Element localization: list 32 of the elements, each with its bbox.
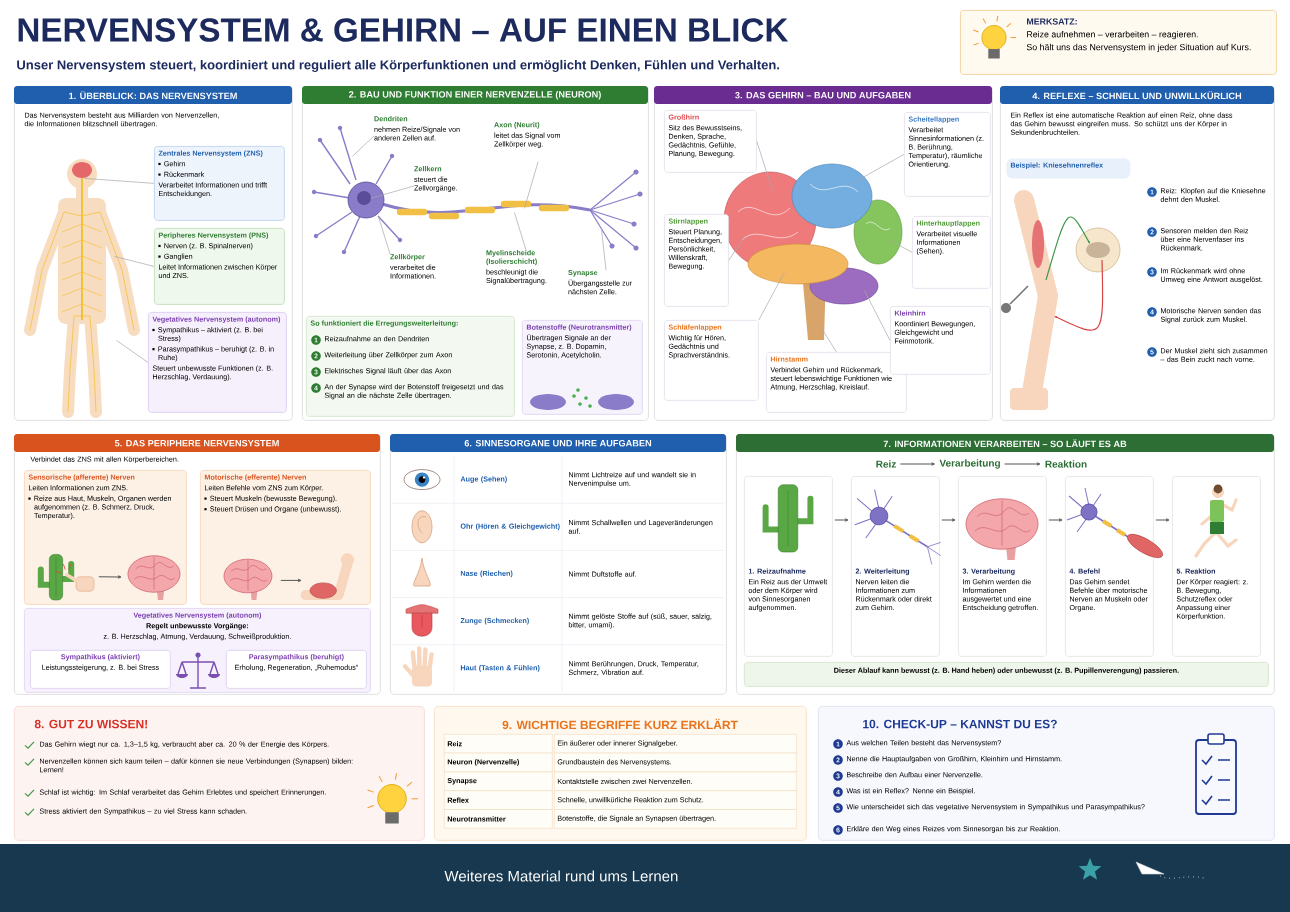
arrow [280, 578, 302, 583]
arm-drawing [300, 553, 354, 600]
leader-line [864, 290, 891, 341]
arrow [899, 462, 935, 466]
reflex-drawing [1001, 190, 1121, 410]
leader-line [728, 236, 745, 261]
arrow [1155, 518, 1170, 522]
arrow [834, 518, 849, 522]
arrow [941, 518, 956, 522]
arrow [1048, 518, 1063, 522]
leader-line [890, 240, 913, 253]
cactus-hand-drawing [37, 554, 95, 601]
leader-line [820, 326, 837, 353]
leader-line [352, 135, 375, 157]
body-drawing [24, 159, 140, 418]
arrow [1004, 462, 1041, 466]
title: NERVENSYSTEM & GEHIRN – AUF EINEN BLICK [18, 18, 789, 42]
leader-line [758, 272, 785, 321]
brain-drawing [223, 558, 273, 600]
neuron-drawing [311, 125, 643, 255]
arrow [98, 575, 122, 579]
leader-line [850, 154, 905, 185]
leader-line [524, 161, 539, 209]
leader-line [514, 212, 527, 251]
brain-drawing [127, 555, 181, 600]
leader-line [370, 185, 415, 199]
leader-line [601, 228, 607, 271]
leader-line [378, 216, 391, 255]
leader-line [116, 340, 149, 363]
leader-line [84, 178, 155, 184]
leader-line [756, 141, 773, 191]
leader-line [114, 256, 155, 267]
